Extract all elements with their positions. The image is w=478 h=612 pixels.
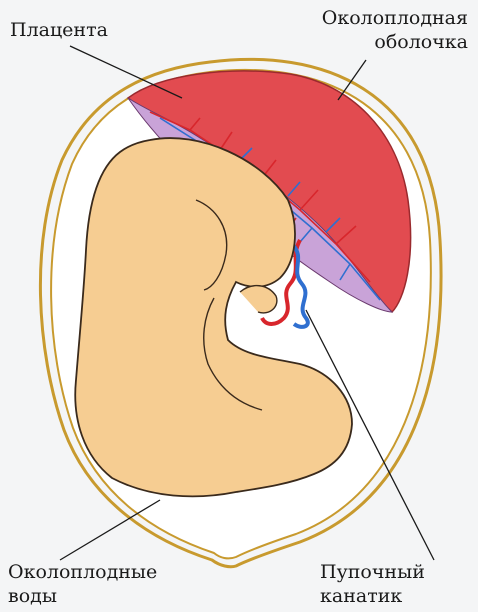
label-cord-line1: Пупочный (320, 560, 425, 584)
label-placenta-text: Плацента (10, 18, 108, 42)
label-membrane-line1: Околоплодная (322, 6, 468, 30)
label-cord-line2: канатик (320, 584, 425, 608)
label-fluid-line1: Околоплодные (8, 560, 157, 584)
label-membrane-line2: оболочка (322, 30, 468, 54)
label-amniotic-fluid: Околоплодные воды (8, 560, 157, 608)
label-umbilical-cord: Пупочный канатик (320, 560, 425, 608)
label-placenta: Плацента (10, 18, 108, 42)
leader-membrane (338, 60, 366, 100)
label-membrane: Околоплодная оболочка (322, 6, 468, 54)
label-fluid-line2: воды (8, 584, 157, 608)
